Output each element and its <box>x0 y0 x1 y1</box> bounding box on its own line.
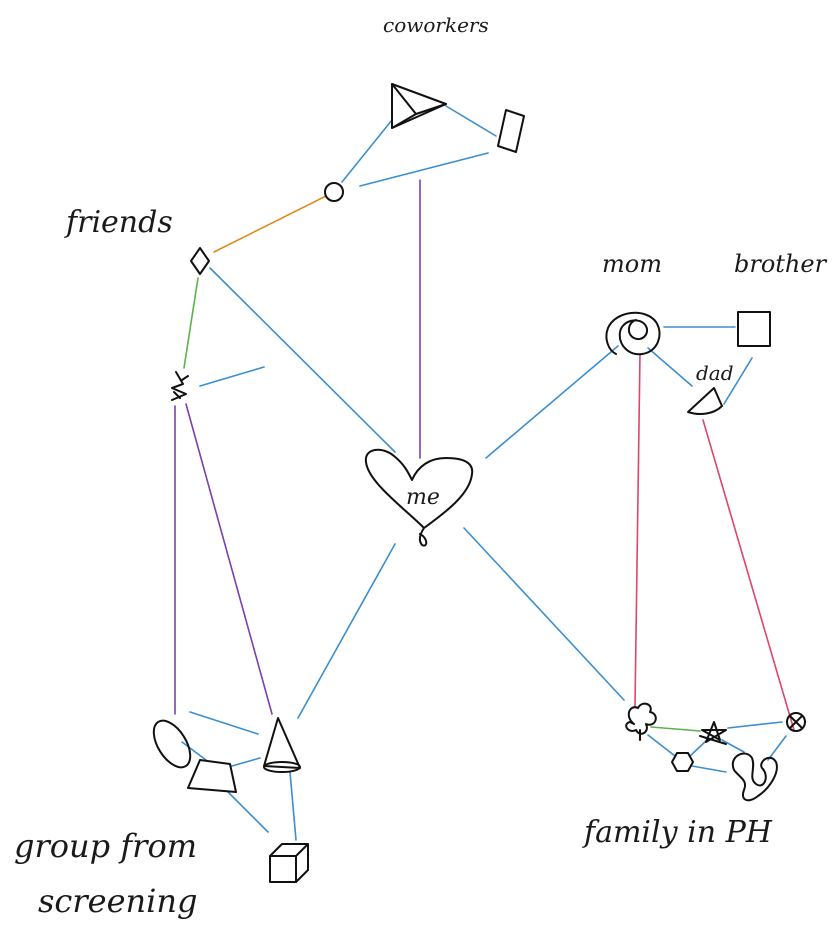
edge-trapezoid-to-cube <box>227 791 269 833</box>
edge-zigzag-to-stub <box>199 366 265 387</box>
edge-brother-to-dad <box>723 357 753 405</box>
mom-spiral-node <box>605 311 661 356</box>
edge-zigzag-to-cone <box>185 403 273 715</box>
edge-me-to-cone <box>297 543 396 719</box>
star-node <box>699 721 727 745</box>
edge-star-to-cross <box>727 721 783 729</box>
edge-coworker-tetra-to-rectangle <box>445 105 497 137</box>
edge-flower-to-star <box>650 726 701 732</box>
edge-dad-to-cross <box>702 419 795 731</box>
label-brother: brother <box>734 250 828 278</box>
label-screening: screening <box>38 882 197 920</box>
edge-ellipse-to-cone <box>189 711 259 735</box>
hexagon-node <box>671 752 694 772</box>
squiggle-node <box>731 752 778 802</box>
edge-flower-to-hexagon <box>647 734 676 757</box>
label-me: me <box>406 485 440 510</box>
edge-cross-to-squiggle <box>767 735 787 761</box>
circle-node <box>324 182 344 202</box>
edge-ellipse-to-trapezoid <box>181 741 207 761</box>
edge-coworker-tetra-to-circle <box>341 119 393 183</box>
cross-circle-node <box>786 712 806 732</box>
coworker-rectangle-node <box>497 109 525 153</box>
label-coworkers: coworkers <box>383 13 489 37</box>
me-heart-node <box>364 448 474 547</box>
screening-cube-node <box>269 843 309 883</box>
edge-cone-to-cube <box>289 771 297 841</box>
screening-trapezoid-node <box>187 759 237 793</box>
edge-circle-to-rectangle <box>359 152 489 187</box>
brother-square-node <box>737 311 771 347</box>
zigzag-node <box>171 371 189 401</box>
screening-ellipse-node <box>152 719 192 769</box>
edge-me-to-mom <box>485 345 619 459</box>
flower-node <box>625 702 657 741</box>
nodes <box>152 83 806 883</box>
edge-friends-to-zigzag <box>183 277 199 369</box>
labels: coworkers friends mom brother dad me fam… <box>14 13 828 920</box>
label-friends: friends <box>64 205 173 240</box>
edge-friends-to-me <box>209 267 396 453</box>
edge-hexagon-to-squiggle <box>691 765 727 773</box>
friends-diamond-node <box>190 247 210 275</box>
edge-mom-to-dad <box>647 347 693 387</box>
screening-cone-node <box>263 717 301 773</box>
edges <box>174 105 795 841</box>
edge-trapezoid-to-cone <box>231 757 261 767</box>
label-group-from: group from <box>14 827 197 865</box>
edge-hexagon-to-star <box>689 740 707 757</box>
label-mom: mom <box>602 250 662 278</box>
label-dad: dad <box>696 361 734 385</box>
coworker-tetrahedron-node <box>391 83 447 129</box>
edge-circle-to-friends <box>213 195 327 253</box>
edge-mom-to-flower <box>634 353 641 707</box>
label-family-in-ph: family in PH <box>582 815 773 850</box>
dad-cone-node <box>687 387 723 415</box>
edge-me-to-flower <box>463 527 625 701</box>
edge-star-to-squiggle <box>721 739 745 753</box>
